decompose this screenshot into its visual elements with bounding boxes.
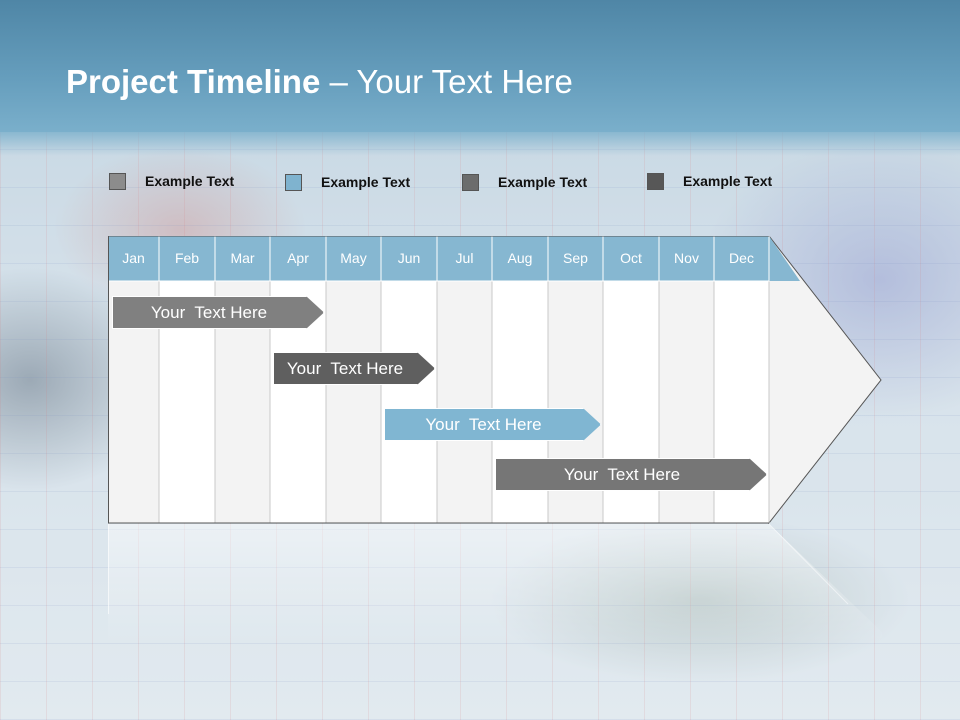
title-rest: – Your Text Here (320, 63, 573, 100)
month-column (325, 280, 382, 524)
month-label: Feb (174, 250, 200, 266)
month-label: Aug (507, 250, 533, 266)
month-label: May (340, 250, 367, 266)
month-header-cell (108, 236, 160, 282)
month-header-cell (214, 236, 271, 282)
month-header-cell (547, 236, 604, 282)
month-label: Jan (122, 250, 145, 266)
month-label: Jun (397, 250, 421, 266)
month-header-cell (491, 236, 549, 282)
legend-label: Example Text (145, 173, 235, 189)
month-label: Apr (287, 250, 309, 266)
task-bar-label: Your Text Here (286, 358, 404, 378)
month-label: Jul (455, 250, 474, 266)
timeline-frame (108, 236, 769, 524)
legend-swatch (109, 172, 126, 190)
task-bar-label: Your Text Here (425, 414, 542, 434)
timeline-arrow-band (769, 236, 800, 281)
task-bar[interactable]: Your Text Here (495, 458, 767, 491)
title-bold: Project Timeline (66, 63, 321, 100)
legend-item: Example Text (285, 171, 410, 193)
month-header-cell (602, 236, 660, 282)
month-header-cell (380, 236, 438, 282)
task-bar[interactable]: Your Text Here (273, 352, 435, 385)
task-bar-label: Your Text Here (150, 302, 268, 322)
month-header-cell (325, 236, 382, 282)
slide-title: Project Timeline – Your Text Here (66, 60, 573, 104)
month-label: Oct (620, 250, 642, 266)
task-bar[interactable]: Your Text Here (384, 408, 601, 441)
legend-label: Example Text (683, 173, 773, 189)
month-label: Nov (674, 250, 699, 266)
month-column (436, 280, 493, 524)
legend-item: Example Text (109, 170, 234, 192)
legend-item: Example Text (647, 170, 772, 192)
legend-item: Example Text (462, 171, 587, 193)
month-label: Sep (563, 250, 588, 266)
month-header-cell (158, 236, 216, 282)
timeline-reflection (108, 524, 882, 644)
title-banner: Project Timeline – Your Text Here (0, 0, 960, 156)
legend-swatch (285, 173, 302, 191)
legend-label: Example Text (498, 174, 588, 190)
task-bar[interactable]: Your Text Here (112, 296, 324, 329)
month-label: Mar (230, 250, 255, 266)
legend-swatch (462, 173, 479, 191)
legend-label: Example Text (321, 174, 411, 190)
month-header-cell (269, 236, 327, 282)
month-header-cell (713, 236, 770, 282)
month-header-cell (436, 236, 493, 282)
month-label: Dec (729, 250, 754, 266)
task-bar-label: Your Text Here (563, 464, 681, 484)
month-column (380, 280, 438, 524)
legend-swatch (647, 172, 664, 190)
